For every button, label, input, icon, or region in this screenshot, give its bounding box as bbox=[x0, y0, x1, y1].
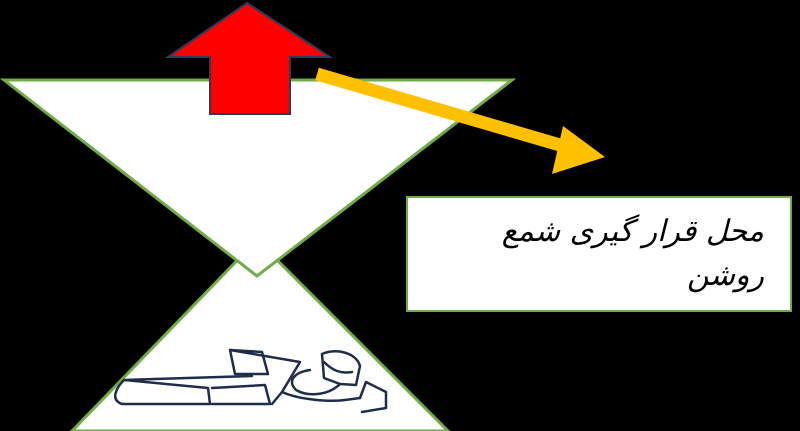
label-line-2: روشن bbox=[687, 258, 764, 293]
hand-drawn-sketch bbox=[114, 348, 388, 414]
yellow-pointer-arrow bbox=[315, 67, 605, 174]
red-up-arrow bbox=[164, 1, 334, 115]
candle-location-label: محل قرار گیری شمع روشن bbox=[406, 196, 792, 312]
label-line-1: محل قرار گیری شمع bbox=[501, 214, 764, 249]
